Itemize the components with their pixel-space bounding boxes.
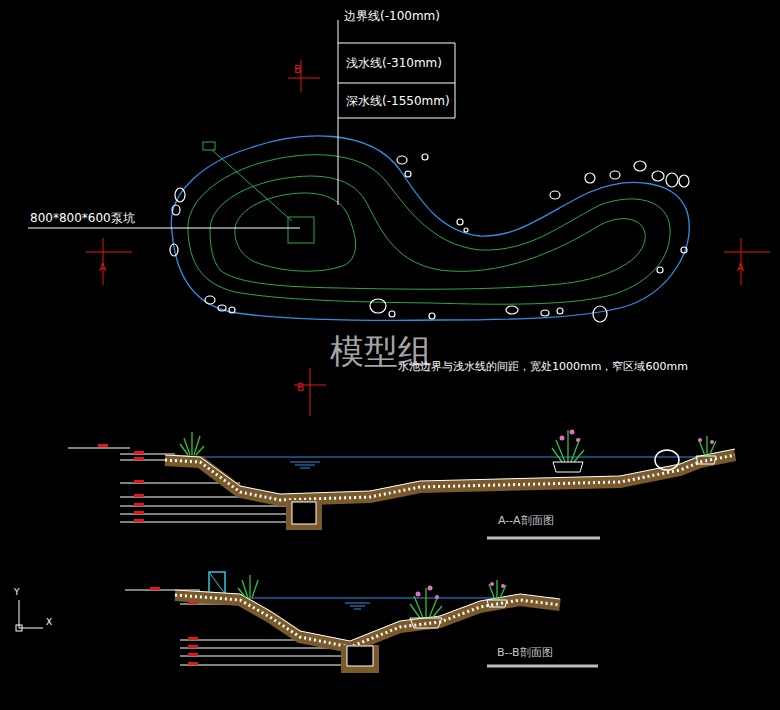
- design-note: 水池边界与浅水线的间距，宽处1000mm，窄区域600mm: [398, 361, 688, 373]
- axis-label: Y: [14, 588, 20, 598]
- section-marker: B: [297, 382, 305, 394]
- section-title: A--A剖面图: [498, 515, 554, 527]
- section-title: B--B剖面图: [497, 647, 553, 659]
- section-marker: A: [99, 262, 106, 273]
- level-line-label: 边界线(-100mm): [344, 10, 440, 23]
- axis-label: X: [46, 618, 52, 628]
- level-line-label: 深水线(-1550mm): [346, 95, 450, 108]
- section-marker: A: [737, 262, 744, 273]
- pump-pit-label: 800*800*600泵坑: [30, 212, 135, 225]
- section-marker: B: [294, 64, 302, 76]
- level-line-label: 浅水线(-310mm): [346, 57, 442, 70]
